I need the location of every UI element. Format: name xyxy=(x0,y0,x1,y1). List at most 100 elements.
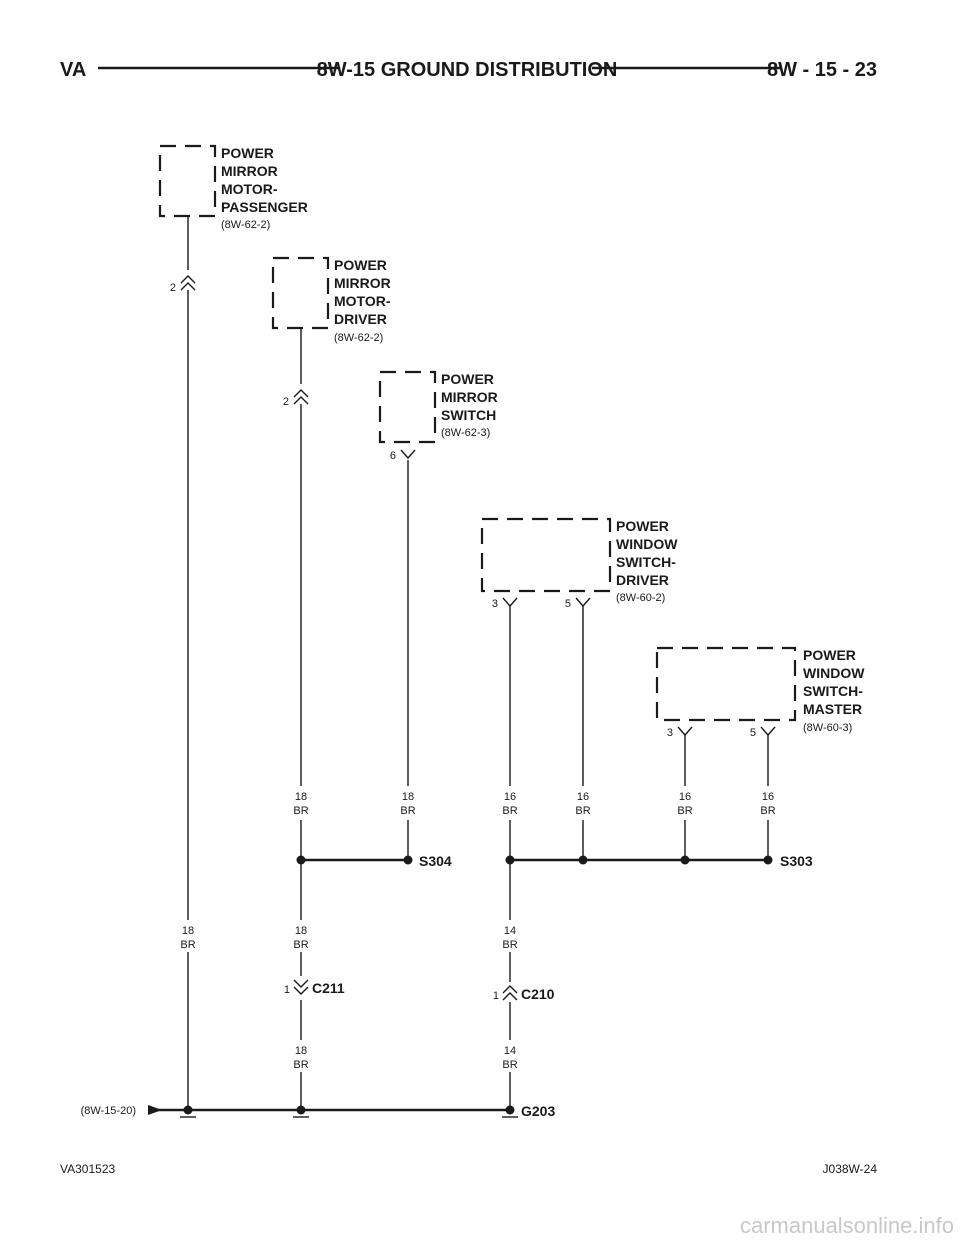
component-power-mirror-switch: POWER MIRROR SWITCH (8W-62-3) xyxy=(378,370,498,444)
wire-color: BR xyxy=(293,805,308,817)
splice-dot xyxy=(403,855,413,865)
ground-dot xyxy=(183,1105,193,1115)
splice-dot xyxy=(763,855,773,865)
connector-label-c211: C211 xyxy=(312,980,345,996)
component-label-line: MIRROR xyxy=(334,275,391,291)
component-label-line: POWER xyxy=(334,257,387,273)
wire-color: BR xyxy=(760,805,775,817)
connector-chevron-icon xyxy=(293,986,309,995)
ground-terminals xyxy=(180,1105,518,1118)
continuation-arrow-icon xyxy=(148,1105,162,1115)
connector-chevron-icon xyxy=(180,282,196,291)
component-label-line: MIRROR xyxy=(441,389,498,405)
wire-gauge: 18 xyxy=(402,791,414,803)
component-reference: (8W-62-3) xyxy=(441,427,490,439)
wire-color: BR xyxy=(677,805,692,817)
pin-number: 5 xyxy=(565,598,571,610)
component-label-line: PASSENGER xyxy=(221,199,308,215)
wire-color: BR xyxy=(180,939,195,951)
component-label-line: WINDOW xyxy=(616,536,678,552)
component-label-line: DRIVER xyxy=(616,572,669,588)
wire-gauge: 18 xyxy=(295,925,307,937)
splice-dot xyxy=(680,855,690,865)
header: VA 8W-15 GROUND DISTRIBUTION 8W - 15 - 2… xyxy=(60,59,877,81)
wire-gauge: 16 xyxy=(577,791,589,803)
wire-color: BR xyxy=(293,1059,308,1071)
wire-gauge: 14 xyxy=(504,1045,516,1057)
component-reference: (8W-60-2) xyxy=(616,592,665,604)
component-box xyxy=(158,144,217,218)
connector-chevron-icon xyxy=(502,985,518,994)
pin-fork-icon xyxy=(575,597,591,608)
splice-dot xyxy=(578,855,588,865)
header-model-code: VA xyxy=(60,59,86,81)
pin-number: 3 xyxy=(667,727,673,739)
component-label-line: SWITCH- xyxy=(616,554,676,570)
component-label-line: MASTER xyxy=(803,701,862,717)
component-label-line: MOTOR- xyxy=(221,181,278,197)
footer-page-code: J038W-24 xyxy=(823,1162,878,1176)
connector-chevron-icon xyxy=(502,992,518,1001)
ground-label-g203: G203 xyxy=(521,1103,555,1119)
pin-number: 5 xyxy=(750,727,756,739)
component-label-line: MIRROR xyxy=(221,163,278,179)
wire-color: BR xyxy=(502,939,517,951)
wire-gauge: 16 xyxy=(679,791,691,803)
ground-dot xyxy=(296,1105,306,1115)
pin-number: 2 xyxy=(283,396,289,408)
page-title: 8W-15 GROUND DISTRIBUTION xyxy=(317,59,618,81)
pin-fork-icon xyxy=(502,597,518,608)
component-label-line: SWITCH- xyxy=(803,683,863,699)
wire-color: BR xyxy=(293,939,308,951)
component-reference: (8W-62-2) xyxy=(334,332,383,344)
wire-labels: 18 BR 18 BR 16 BR 16 BR 16 BR 16 BR 18 B… xyxy=(180,791,775,1071)
wire-gauge: 16 xyxy=(504,791,516,803)
connector-chevron-icon xyxy=(293,389,309,398)
connector-chevron-icon xyxy=(293,979,309,988)
pin-numbers: 2 2 6 3 5 3 5 1 1 xyxy=(170,282,756,1002)
pin-fork-icon xyxy=(760,726,776,737)
wire-gauge: 18 xyxy=(295,1045,307,1057)
pin-number: 1 xyxy=(284,984,290,996)
component-label-line: DRIVER xyxy=(334,311,387,327)
connector-chevron-icon xyxy=(293,396,309,405)
watermark: carmanualsonline.info xyxy=(740,1213,954,1238)
component-power-window-switch-master: POWER WINDOW SWITCH- MASTER (8W-60-3) xyxy=(655,646,865,734)
component-power-mirror-motor-passenger: POWER MIRROR MOTOR- PASSENGER (8W-62-2) xyxy=(158,144,308,231)
wires xyxy=(150,216,769,1112)
footer-diagram-id: VA301523 xyxy=(60,1162,115,1176)
ground-reference: (8W-15-20) xyxy=(81,1105,136,1117)
splice-dot xyxy=(296,855,306,865)
wire-gauge: 18 xyxy=(295,791,307,803)
pin-fork-icon xyxy=(677,726,693,737)
wire-gauge: 16 xyxy=(762,791,774,803)
component-box xyxy=(271,256,330,330)
component-label-line: POWER xyxy=(616,518,669,534)
splice-label-s303: S303 xyxy=(780,853,813,869)
ground-dot xyxy=(505,1105,515,1115)
component-label-line: POWER xyxy=(441,371,494,387)
component-label-line: SWITCH xyxy=(441,407,496,423)
component-box xyxy=(480,517,612,593)
component-power-mirror-motor-driver: POWER MIRROR MOTOR- DRIVER (8W-62-2) xyxy=(271,256,391,344)
pin-number: 6 xyxy=(390,450,396,462)
pin-number: 2 xyxy=(170,282,176,294)
component-power-window-switch-driver: POWER WINDOW SWITCH- DRIVER (8W-60-2) xyxy=(480,517,678,604)
splice-dots xyxy=(296,855,773,865)
pin-number: 1 xyxy=(493,990,499,1002)
splice-label-s304: S304 xyxy=(419,853,452,869)
component-reference: (8W-60-3) xyxy=(803,722,852,734)
component-box xyxy=(378,370,437,444)
wire-color: BR xyxy=(502,1059,517,1071)
wire-color: BR xyxy=(575,805,590,817)
pin-fork-icon xyxy=(400,449,416,460)
connector-chevron-icon xyxy=(180,275,196,284)
page-number: 8W - 15 - 23 xyxy=(767,59,877,81)
component-reference: (8W-62-2) xyxy=(221,219,270,231)
component-label-line: POWER xyxy=(221,145,274,161)
component-label-line: POWER xyxy=(803,647,856,663)
wire-color: BR xyxy=(502,805,517,817)
component-label-line: MOTOR- xyxy=(334,293,391,309)
wire-gauge: 14 xyxy=(504,925,516,937)
